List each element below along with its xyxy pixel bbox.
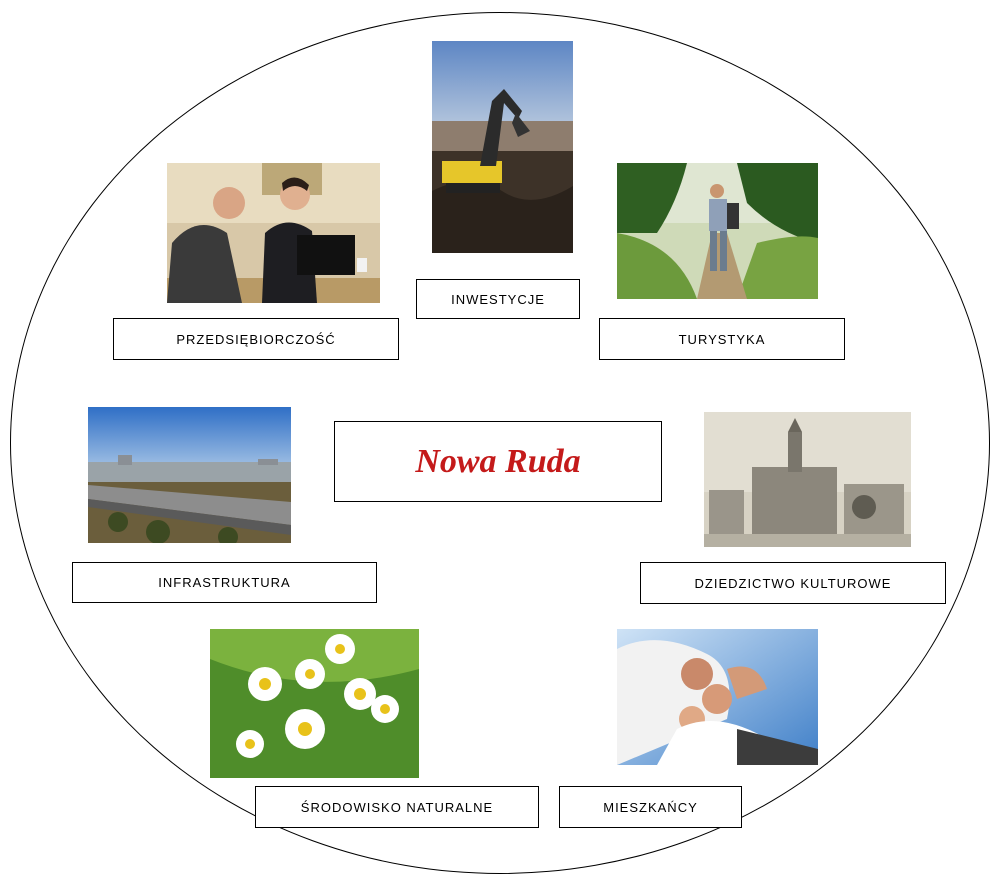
center-title: Nowa Ruda	[415, 442, 581, 480]
dziedzictwo-label: DZIEDZICTWO KULTUROWE	[640, 562, 946, 604]
business-photo	[167, 163, 380, 303]
outer-ellipse	[10, 12, 990, 874]
residents-photo	[617, 629, 818, 765]
przedsiebiorczosc-label: PRZEDSIĘBIORCZOŚĆ	[113, 318, 399, 360]
center-title-box: Nowa Ruda	[334, 421, 662, 502]
investment-photo	[432, 41, 573, 253]
nature-photo	[210, 629, 419, 778]
mieszkancy-label: MIESZKAŃCY	[559, 786, 742, 828]
turystyka-label: TURYSTYKA	[599, 318, 845, 360]
tourism-photo	[617, 163, 818, 299]
heritage-photo	[704, 412, 911, 547]
srodowisko-label: ŚRODOWISKO NATURALNE	[255, 786, 539, 828]
inwestycje-label: INWESTYCJE	[416, 279, 580, 319]
infrastruktura-label: INFRASTRUKTURA	[72, 562, 377, 603]
infrastructure-photo	[88, 407, 291, 543]
